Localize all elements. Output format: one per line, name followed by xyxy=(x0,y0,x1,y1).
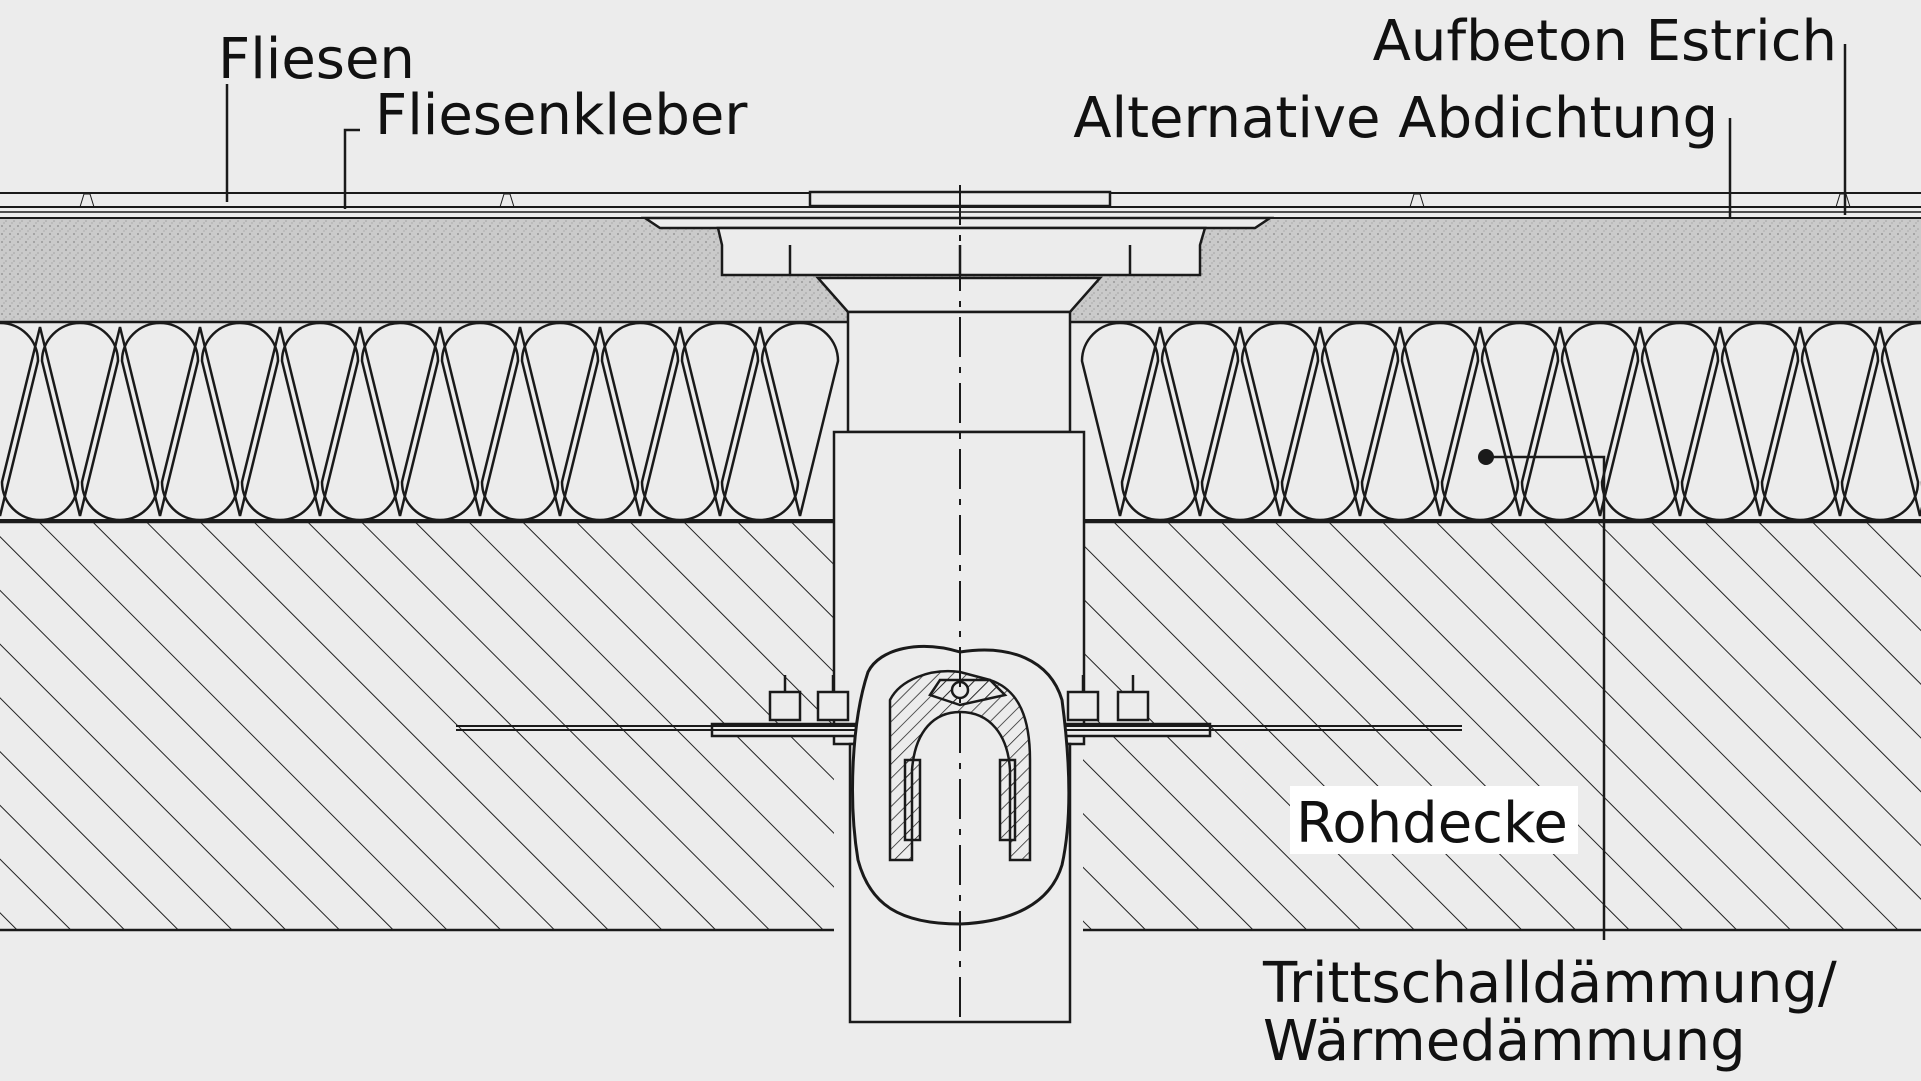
insulation-fiber xyxy=(400,326,480,522)
insulation-fiber xyxy=(1360,326,1440,522)
insulation-fiber xyxy=(1840,326,1920,522)
rohdecke-label-box xyxy=(1290,786,1578,854)
label-rohdecke: Rohdecke xyxy=(1296,791,1568,856)
insulation-fiber xyxy=(1480,321,1560,517)
insulation-fiber xyxy=(760,321,840,517)
floor-drain xyxy=(456,190,1462,1024)
insulation-fiber xyxy=(1120,326,1200,522)
insulation-fiber xyxy=(0,321,40,517)
insulation-fiber xyxy=(560,326,640,522)
insulation-fiber xyxy=(1640,321,1720,517)
insulation-fiber xyxy=(680,321,760,517)
label-fliesenkleber: Fliesenkleber xyxy=(375,83,748,148)
insulation-fiber xyxy=(480,326,560,522)
insulation-fiber xyxy=(1200,326,1280,522)
insulation-fiber xyxy=(1320,321,1400,517)
insulation-fiber xyxy=(1280,326,1360,522)
insulation-fiber xyxy=(1560,321,1640,517)
insulation-fiber xyxy=(520,321,600,517)
label-aufbeton-estrich: Aufbeton Estrich xyxy=(1373,9,1837,74)
insulation-fiber xyxy=(1800,321,1880,517)
insulation-fiber xyxy=(120,321,200,517)
insulation-fiber xyxy=(1760,326,1840,522)
insulation-fiber xyxy=(240,326,320,522)
insulation-fiber xyxy=(1440,326,1520,522)
label-fliesen: Fliesen xyxy=(218,27,415,92)
insulation-fiber xyxy=(1240,321,1320,517)
insulation-layer xyxy=(0,321,1921,522)
insulation-fiber xyxy=(280,321,360,517)
insulation-fiber xyxy=(320,326,400,522)
insulation-fiber xyxy=(720,326,800,522)
insulation-fiber xyxy=(200,321,280,517)
insulation-fiber xyxy=(1160,321,1240,517)
leader-lines xyxy=(225,44,1847,940)
insulation-fiber xyxy=(40,321,120,517)
insulation-fiber xyxy=(600,321,680,517)
insulation-fiber xyxy=(0,326,80,522)
insulation-fiber xyxy=(1080,321,1160,517)
insulation-fiber xyxy=(1680,326,1760,522)
insulation-fiber xyxy=(160,326,240,522)
insulation-fiber xyxy=(360,321,440,517)
insulation-marker-dot xyxy=(1478,449,1494,465)
insulation-fiber xyxy=(640,326,720,522)
insulation-fiber xyxy=(1880,321,1921,517)
insulation-fiber xyxy=(80,326,160,522)
insulation-fiber xyxy=(440,321,520,517)
label-trittschall-line2: Wärmedämmung xyxy=(1263,1009,1746,1074)
label-trittschall-line1: Trittschalldämmung/ xyxy=(1262,951,1837,1016)
insulation-fiber xyxy=(1720,321,1800,517)
insulation-fiber xyxy=(1400,321,1480,517)
label-alternative-abdichtung: Alternative Abdichtung xyxy=(1073,86,1718,151)
insulation-fiber xyxy=(1600,326,1680,522)
insulation-fiber xyxy=(1520,326,1600,522)
